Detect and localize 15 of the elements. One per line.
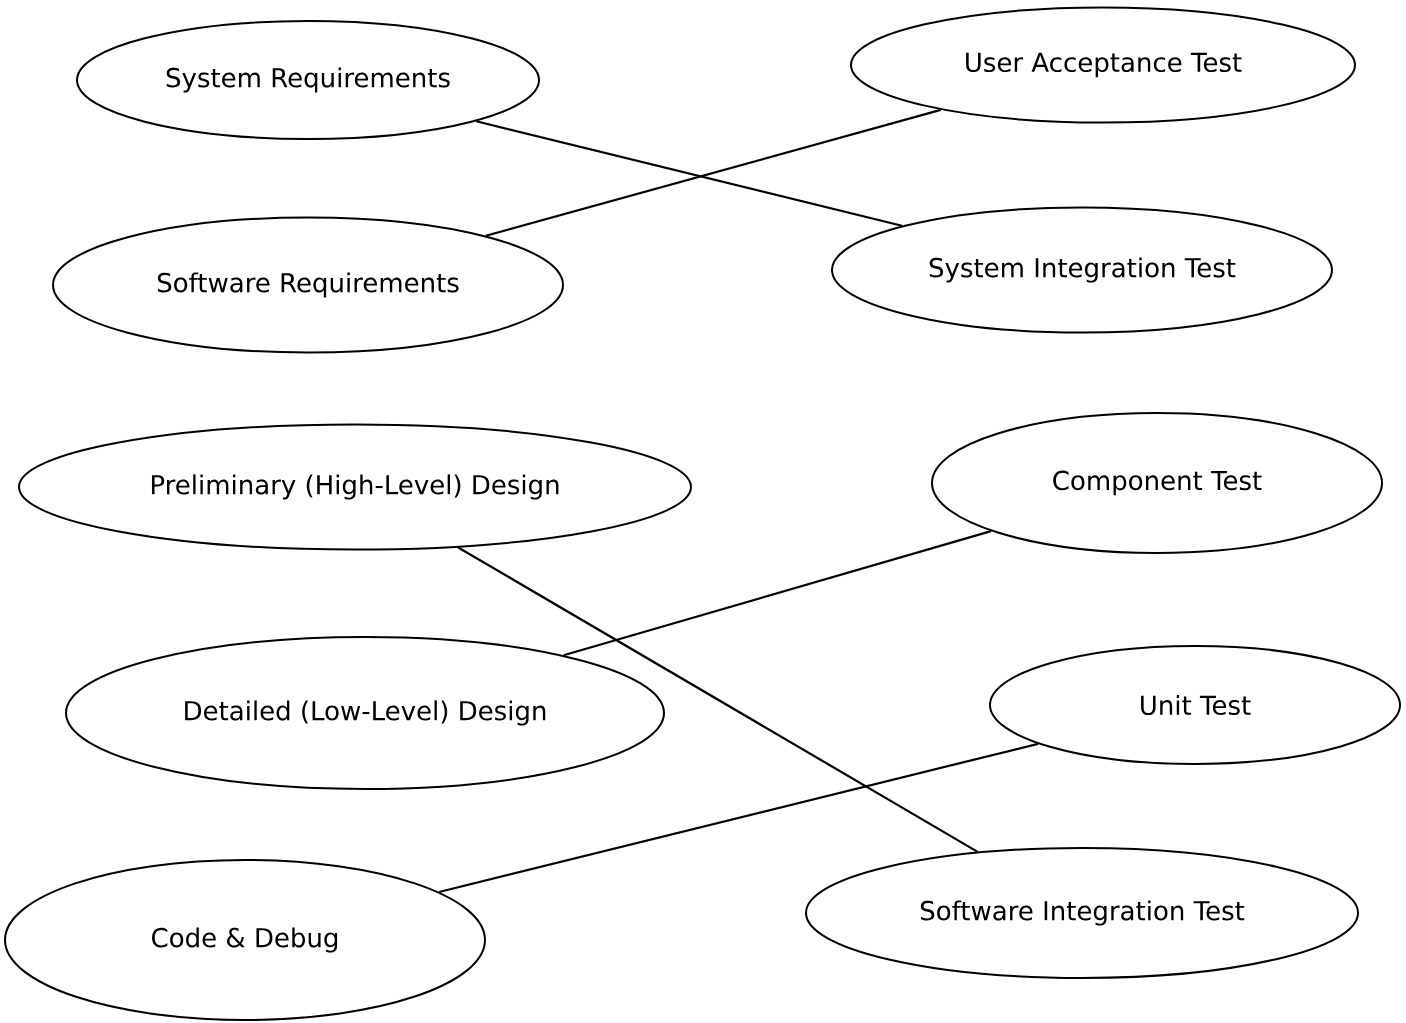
connector-line bbox=[438, 742, 1039, 894]
ellipse-node: Software Integration Test bbox=[805, 847, 1359, 979]
connector-line bbox=[563, 530, 992, 657]
connector-line bbox=[485, 108, 942, 237]
ellipse-node: Code & Debug bbox=[4, 859, 486, 1021]
connector-line bbox=[457, 546, 979, 853]
ellipse-node: Component Test bbox=[931, 412, 1383, 554]
ellipse-node: Preliminary (High-Level) Design bbox=[18, 423, 692, 551]
ellipse-node: User Acceptance Test bbox=[850, 6, 1356, 124]
connector-line bbox=[476, 120, 903, 227]
ellipse-node: System Integration Test bbox=[831, 206, 1333, 334]
ellipse-node: Detailed (Low-Level) Design bbox=[65, 636, 665, 790]
ellipse-node: Unit Test bbox=[989, 645, 1401, 765]
ellipse-node: Software Requirements bbox=[52, 216, 564, 354]
ellipse-node: System Requirements bbox=[76, 20, 540, 140]
